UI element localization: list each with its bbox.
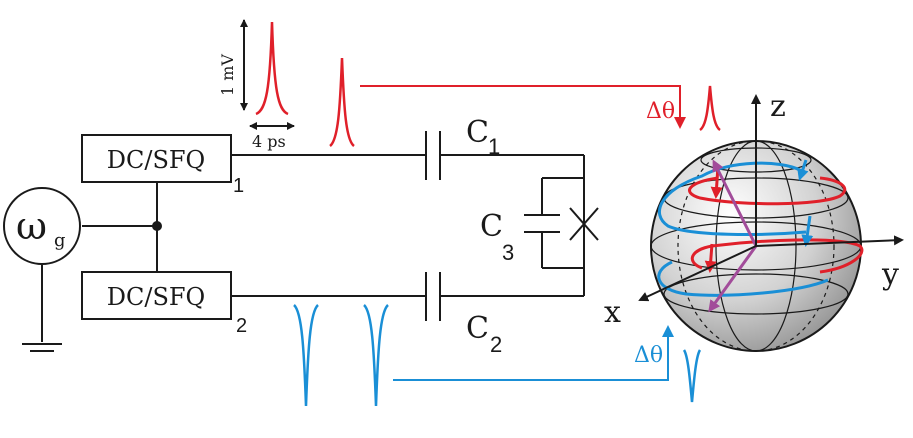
x-axis-label: x [604,295,621,330]
port-1-label: 1 [233,175,244,197]
blue-rotation-arrow-2 [801,215,814,247]
delta-theta-top: Δθ [646,99,675,124]
blue-trajectory [657,161,829,297]
junction-dot [152,221,162,231]
blue-pulse-2 [363,304,389,407]
capacitor-c3-plates [524,214,560,233]
y-axis-label: y [881,257,899,292]
capacitor-c1-plates [425,131,441,180]
time-scale-label: 4 ps [252,132,286,151]
state-vector-upper [712,159,758,247]
delta-theta-bottom: Δθ [634,343,663,368]
red-pulse-large [255,21,289,116]
red-pulse-small [699,85,721,132]
state-vector-lower [708,245,758,313]
dcsfq-top-label: DC/SFQ [107,146,205,174]
voltage-scale-label: 1 mV [218,54,237,96]
blue-pulse-1 [293,304,319,407]
c1-letter: C [466,115,489,150]
dcsfq-block-bottom [81,271,232,320]
bloch-sphere [638,94,904,352]
circuit-wires [22,154,585,352]
blue-feed-line [393,325,674,381]
red-pulse-on-line [329,57,355,147]
dcsfq-bottom-label: DC/SFQ [107,283,205,311]
capacitor-c2-plates [425,272,441,321]
latitude-lower [663,273,849,315]
c3-index: 3 [502,240,514,265]
c1-index: 1 [488,134,500,159]
c2-letter: C [466,311,489,346]
source-symbol: ω [16,204,47,248]
josephson-junction-cross [569,207,599,241]
blue-pulse-small [682,349,702,403]
dcsfq-block-top [81,134,232,183]
red-feed-line [360,85,686,129]
red-rotation-arrow-2 [704,243,717,273]
source-subscript: g [54,230,66,251]
port-2-label: 2 [236,315,247,337]
x-axis [638,245,757,302]
c2-index: 2 [490,332,502,357]
blue-rotation-arrow-1 [797,159,809,181]
y-axis [755,235,904,247]
c3-letter: C [480,209,503,244]
z-axis-label: z [770,89,786,124]
source-circle [3,187,81,265]
